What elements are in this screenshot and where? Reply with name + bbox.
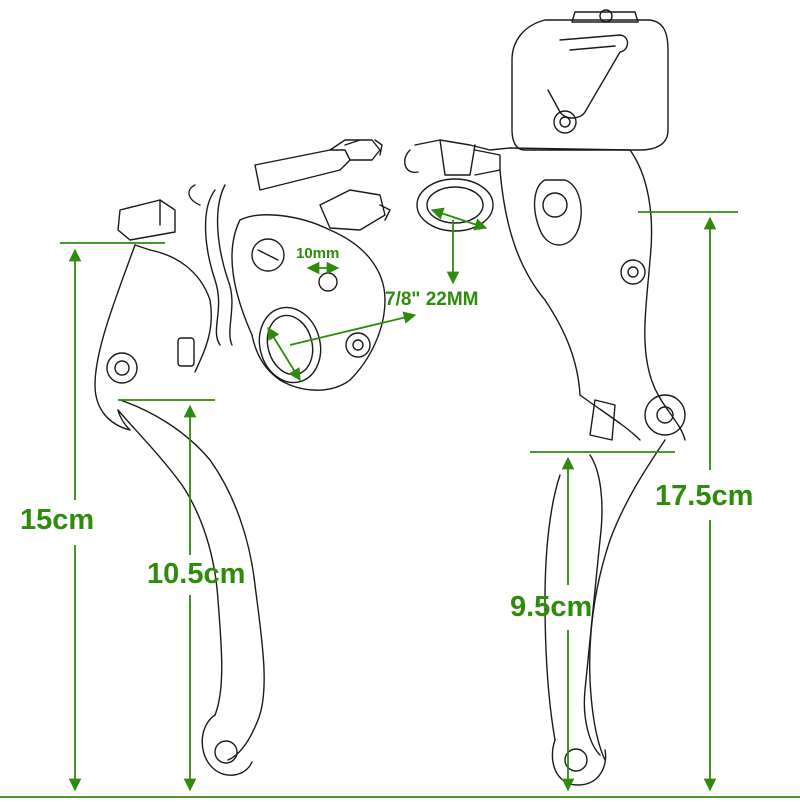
bar-diameter-leader	[289, 311, 417, 346]
bolt-size-label: 10mm	[296, 245, 340, 262]
clutch-lever-assembly	[94, 139, 391, 776]
clutch-lever-length-label: 10.5cm	[147, 558, 246, 590]
clutch-total-length-label: 15cm	[20, 504, 95, 536]
dimension-lines	[0, 207, 800, 798]
bar-diameter-arrow	[267, 326, 301, 382]
brake-clamp-arrow	[430, 207, 488, 231]
bar-diameter-label: 7/8" 22MM	[385, 289, 479, 310]
brake-lever-length-label: 9.5cm	[510, 591, 593, 623]
brake-total-length-label: 17.5cm	[655, 480, 754, 512]
brake-lever-assembly	[404, 9, 686, 786]
